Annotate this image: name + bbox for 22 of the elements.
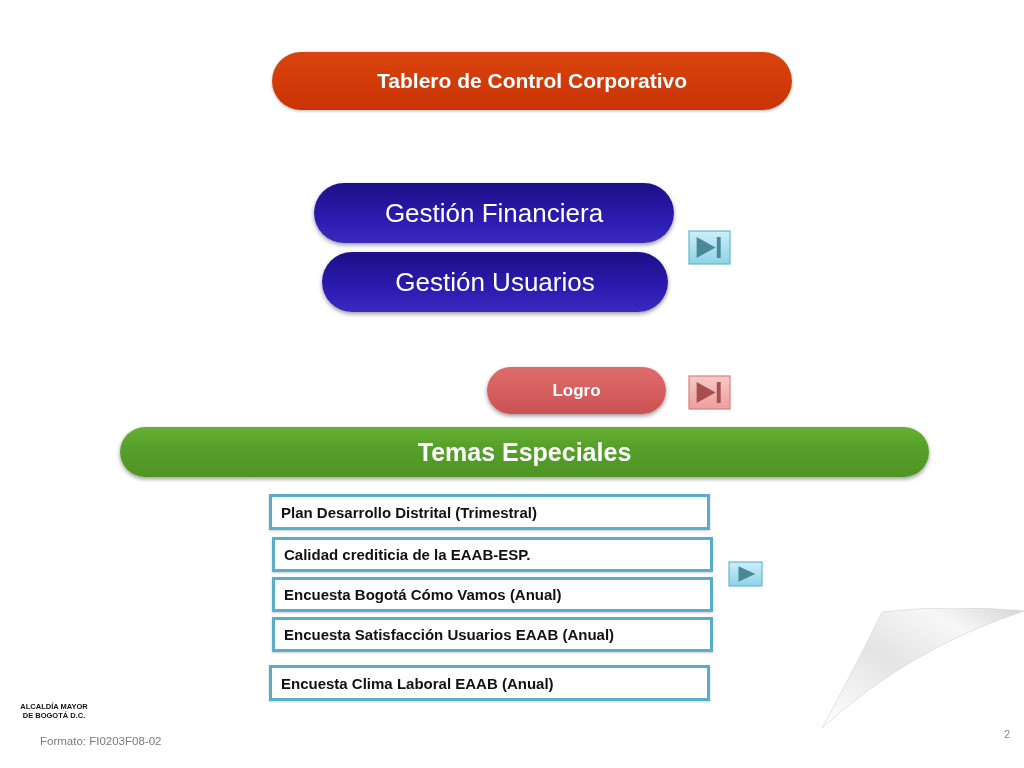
menu-label: Gestión Financiera [384, 197, 604, 229]
topic-box [272, 577, 713, 612]
topic-box [272, 617, 713, 652]
section-title: Temas Especiales [417, 437, 632, 467]
topic-box [269, 494, 710, 530]
topic-text: Plan Desarrollo Distrital (Trimestral) [281, 503, 537, 521]
topic-box [269, 665, 710, 701]
format-code: Formato: FI0203F08-02 [40, 735, 163, 747]
topic-text: Encuesta Clima Laboral EAAB (Anual) [281, 674, 554, 692]
menu-pill [487, 367, 666, 414]
menu-label: Gestión Usuarios [395, 266, 595, 298]
topic-text: Calidad crediticia de la EAAB-ESP. [284, 546, 531, 563]
section-banner [120, 427, 929, 477]
topic-text: Encuesta Satisfacción Usuarios EAAB (Anual) [284, 626, 615, 643]
topic-box [272, 537, 713, 572]
menu-label: Logro [552, 380, 601, 401]
title-banner [272, 52, 792, 110]
topic-text: Encuesta Bogotá Cómo Vamos (Anual) [284, 586, 562, 603]
page-number: 2 [1004, 728, 1012, 740]
menu-pill [314, 183, 674, 243]
menu-pill [322, 252, 668, 312]
banner-title: Tablero de Control Corporativo [377, 69, 687, 93]
